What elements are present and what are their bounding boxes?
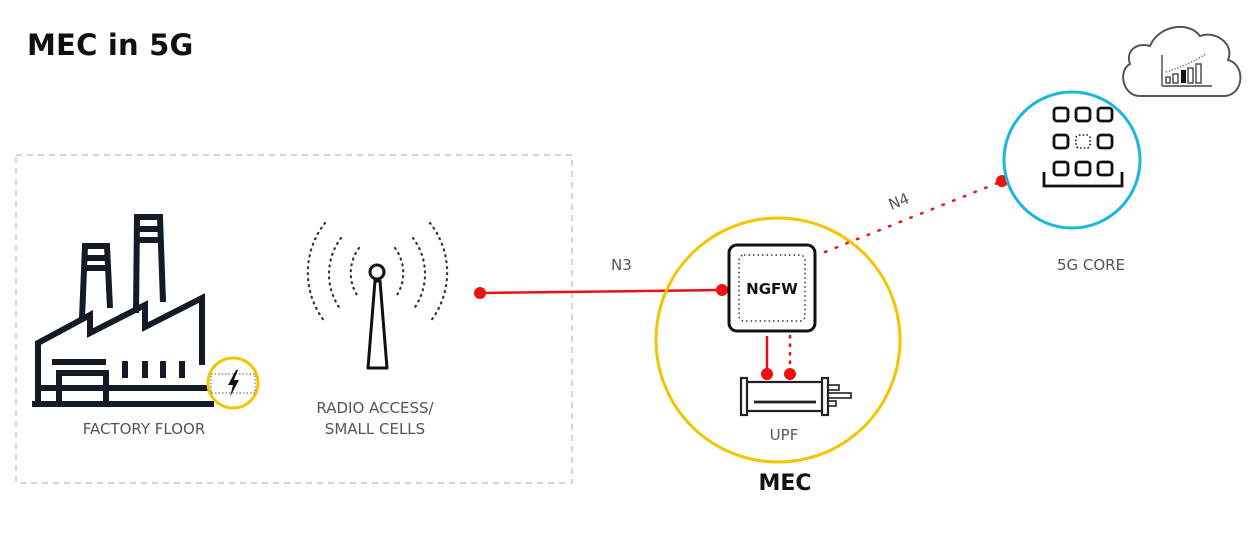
n3-link[interactable] bbox=[474, 284, 728, 299]
radio-label-line2: SMALL CELLS bbox=[325, 420, 425, 438]
n4-link[interactable] bbox=[823, 175, 1008, 254]
radio-label-line1: RADIO ACCESS/ bbox=[316, 399, 434, 417]
n4-label: N4 bbox=[886, 189, 912, 213]
mec-ring[interactable] bbox=[654, 216, 902, 464]
grid-apps-icon bbox=[1042, 106, 1124, 188]
factory-icon[interactable] bbox=[32, 214, 214, 407]
upf-label: UPF bbox=[770, 426, 799, 444]
firewall-box-icon[interactable]: NGFW bbox=[727, 243, 817, 333]
core-label: 5G CORE bbox=[1057, 256, 1125, 274]
factory-badge[interactable] bbox=[206, 356, 260, 410]
ngfw-upf-solid-link[interactable] bbox=[761, 336, 773, 380]
server-cylinder-icon[interactable] bbox=[739, 376, 852, 417]
lightning-bolt-icon bbox=[228, 370, 239, 397]
cloud-analytics-icon[interactable] bbox=[1122, 26, 1242, 97]
ngfw-upf-dotted-link[interactable] bbox=[784, 334, 796, 380]
n3-label: N3 bbox=[611, 256, 632, 274]
factory-label: FACTORY FLOOR bbox=[83, 420, 206, 438]
cell-tower-icon[interactable] bbox=[306, 221, 449, 370]
mec-label: MEC bbox=[758, 471, 811, 496]
ngfw-label: NGFW bbox=[746, 280, 798, 298]
edge-site-zone bbox=[15, 154, 573, 484]
core-ring[interactable] bbox=[1002, 90, 1142, 230]
page-title: MEC in 5G bbox=[27, 28, 194, 62]
